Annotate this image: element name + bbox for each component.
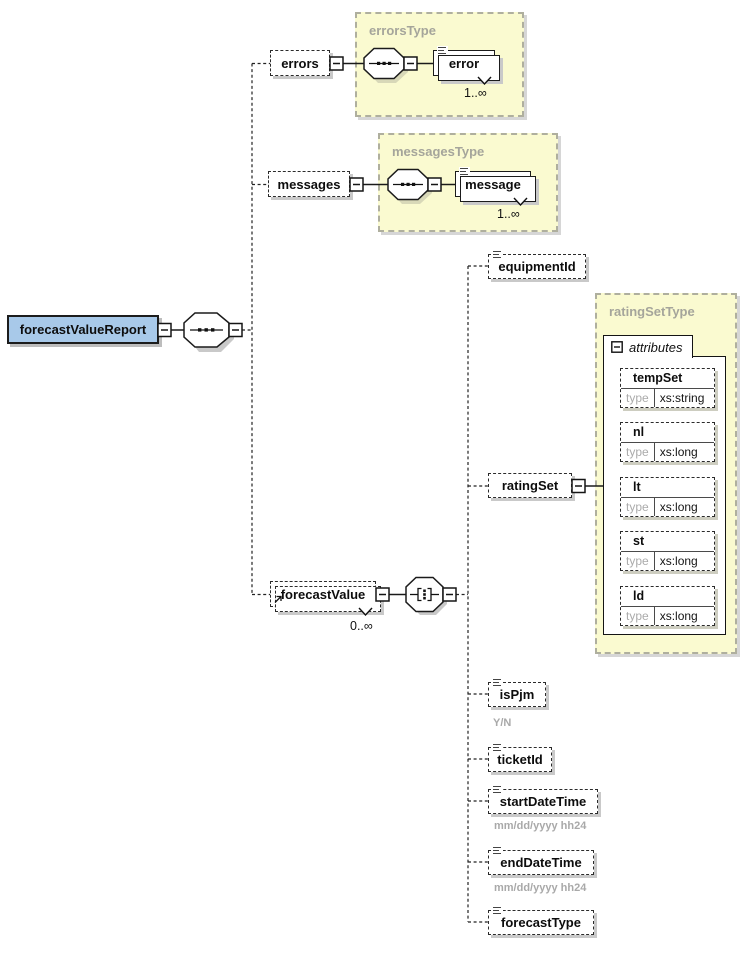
all-icon [410,587,439,602]
attribute-name: nl [633,425,645,439]
text-content-icon [492,906,503,915]
cardinality-error: 1..∞ [464,86,487,100]
element-label: ratingSet [501,478,559,493]
text-content-icon [492,785,503,794]
sequence-icon [369,61,399,65]
attribute-name: tempSet [633,371,683,385]
attribute-name: ld [633,589,645,603]
toggle-root-sequence[interactable] [228,322,243,338]
solid-connectors [171,62,604,596]
all-compositor-forecastValue[interactable] [405,576,447,616]
collapse-icon[interactable] [611,341,623,353]
attribute-type-label: type [621,607,655,625]
text-content-icon [492,250,503,259]
attribute-type-value: xs:string [659,391,705,405]
annotation-startDateTime: mm/dd/yyyy hh24 [494,820,587,832]
element-label: forecastType [501,915,581,930]
attribute-type-label: type [621,389,655,407]
attribute-type-label: type [621,552,655,570]
cardinality-message: 1..∞ [497,207,520,221]
sequence-compositor-messages[interactable] [387,168,432,205]
attribute-type-value: xs:long [659,500,698,514]
toggle-forecastValue-all[interactable] [442,587,457,602]
text-content-icon [437,46,448,55]
element-isPjm[interactable]: isPjm [488,678,546,707]
type-title-errorsType: errorsType [369,23,436,38]
element-label: endDateTime [500,855,582,870]
toggle-errors-sequence[interactable] [403,56,418,71]
text-content-icon [492,678,503,687]
element-message[interactable]: message [455,167,536,206]
element-forecastType[interactable]: forecastType [488,906,594,935]
element-label: error [448,55,480,71]
annotation-endDateTime: mm/dd/yyyy hh24 [494,882,587,894]
toggle-messages[interactable] [349,177,364,192]
repeat-notch-icon [477,76,492,85]
element-forecastValue[interactable]: forecastValue [270,581,381,616]
element-errors[interactable]: errors [270,50,330,76]
attribute-type-value: xs:long [659,554,698,568]
attribute-type-label: type [621,443,655,461]
text-content-icon [492,743,503,752]
toggle-forecastValue[interactable] [375,587,390,602]
element-startDateTime[interactable]: startDateTime [488,785,598,814]
element-messages[interactable]: messages [268,171,350,197]
attribute-name: st [633,534,645,548]
element-label: isPjm [499,687,535,702]
sequence-icon [190,328,223,332]
attribute-lt[interactable]: lt type xs:long [620,477,715,517]
element-label: errors [281,55,319,71]
element-label: forecastValueReport [19,322,147,337]
attribute-tempSet[interactable]: tempSet type xs:string [620,368,715,408]
sequence-icon [393,182,423,186]
attribute-type-value: xs:long [659,445,698,459]
attribute-st[interactable]: st type xs:long [620,531,715,571]
attributes-tab[interactable]: attributes [603,335,693,358]
element-forecastValueReport[interactable]: forecastValueReport [7,315,159,344]
attribute-ld[interactable]: ld type xs:long [620,586,715,626]
repeat-notch-icon [513,197,528,206]
text-content-icon [459,167,470,176]
toggle-messages-sequence[interactable] [427,177,442,192]
element-label: messages [277,176,341,192]
attribute-name: lt [633,480,641,494]
attribute-nl[interactable]: nl type xs:long [620,422,715,462]
element-ticketId[interactable]: ticketId [488,743,552,772]
element-error[interactable]: error [433,46,500,85]
element-equipmentId[interactable]: equipmentId [488,250,586,279]
cardinality-forecastValue: 0..∞ [350,619,373,633]
reference-arrow-icon [274,595,282,603]
attributes-label: attributes [629,339,683,355]
type-title-messagesType: messagesType [392,144,485,159]
toggle-ratingSet[interactable] [571,478,586,494]
element-label: message [465,176,521,192]
element-label: ticketId [497,752,543,767]
type-title-ratingSetType: ratingSetType [609,304,695,319]
repeat-notch-icon [358,607,373,616]
element-label: forecastValue [280,586,366,602]
toggle-root[interactable] [157,322,172,338]
annotation-isPjm: Y/N [493,717,512,729]
element-label: startDateTime [499,794,587,809]
attribute-type-value: xs:long [659,609,698,623]
element-label: equipmentId [498,259,576,274]
toggle-errors[interactable] [329,56,344,71]
sequence-compositor-errors[interactable] [363,47,408,84]
element-endDateTime[interactable]: endDateTime [488,846,594,875]
sequence-compositor-root[interactable] [183,312,234,352]
attribute-type-label: type [621,498,655,516]
text-content-icon [492,846,503,855]
dashed-connectors [242,62,488,923]
